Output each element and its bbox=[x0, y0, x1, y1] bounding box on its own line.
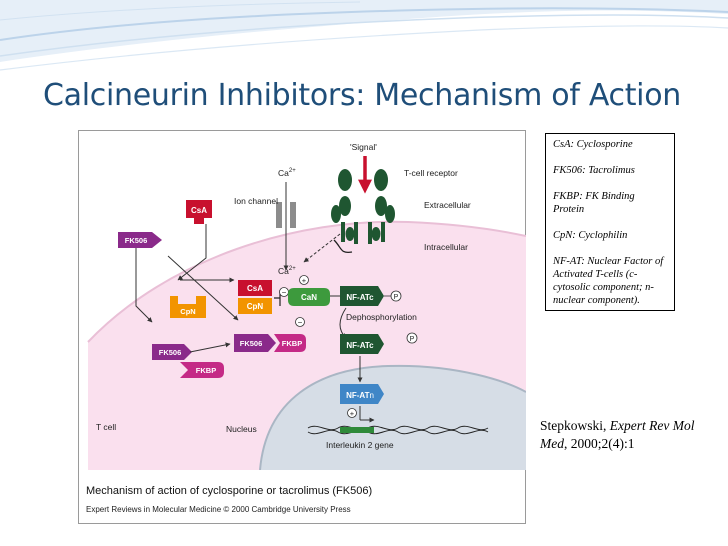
inhibition-minus-bottom: − bbox=[295, 317, 305, 327]
fkbp-protein-icon: FKBP bbox=[180, 362, 224, 378]
transcription-plus: + bbox=[347, 408, 357, 418]
tcell-receptor-label: T-cell receptor bbox=[404, 168, 458, 178]
legend-item: NF-AT: Nuclear Factor of Activated T-cel… bbox=[553, 256, 664, 306]
svg-text:FK506: FK506 bbox=[240, 339, 263, 348]
fk506-to-complex-arrow bbox=[167, 255, 239, 321]
legend-item: FKBP: FK Binding Protein bbox=[553, 191, 635, 215]
abbreviation-legend: CsA: Cyclosporine FK506: Tacrolimus FKBP… bbox=[545, 133, 675, 311]
citation-details: , 2000;2(4):1 bbox=[564, 436, 635, 451]
slide-title: Calcineurin Inhibitors: Mechanism of Act… bbox=[43, 78, 681, 113]
svg-text:NF-ATc: NF-ATc bbox=[346, 293, 374, 302]
phosphate-icon: P bbox=[384, 290, 402, 302]
il2-gene-label: Interleukin 2 gene bbox=[326, 440, 394, 450]
svg-text:FKBP: FKBP bbox=[196, 366, 216, 375]
cell-membrane bbox=[87, 220, 527, 343]
calcium-label-top: Ca2+ bbox=[278, 168, 296, 178]
fk506-bound-icon: FK506 bbox=[234, 334, 276, 352]
svg-text:CsA: CsA bbox=[247, 284, 263, 293]
svg-text:FKBP: FKBP bbox=[282, 339, 302, 348]
fk506-free-icon: FK506 bbox=[152, 344, 192, 360]
calcineurin-icon: CaN bbox=[288, 288, 330, 306]
t-cell-label: T cell bbox=[96, 422, 116, 432]
legend-item: CpN: Cyclophilin bbox=[553, 230, 628, 241]
ion-channel-label: Ion channel bbox=[234, 196, 278, 206]
released-phosphate-icon: P bbox=[406, 332, 418, 344]
citation-journal: Expert Rev Mol Med bbox=[540, 418, 695, 451]
tcell-receptor-icon bbox=[331, 169, 395, 244]
figure-copyright: Expert Reviews in Molecular Medicine © 2… bbox=[86, 505, 351, 514]
nuclear-membrane bbox=[259, 364, 527, 471]
svg-text:CaN: CaN bbox=[301, 293, 317, 302]
nfatc-icon: NF-ATc bbox=[340, 334, 384, 354]
fkbp-bound-icon: FKBP bbox=[274, 334, 306, 352]
svg-text:−: − bbox=[298, 318, 303, 327]
nucleus-label: Nucleus bbox=[226, 424, 257, 434]
ion-channel-icon bbox=[276, 202, 296, 228]
citation: Stepkowski, Expert Rev Mol Med, 2000;2(4… bbox=[540, 417, 720, 453]
csa-drug-icon: CsA bbox=[186, 200, 212, 224]
svg-text:P: P bbox=[394, 294, 399, 301]
fk506-drug-icon: FK506 bbox=[118, 232, 162, 248]
svg-text:NF-ATc: NF-ATc bbox=[346, 341, 374, 350]
inhibition-minus-top: − bbox=[279, 287, 289, 297]
cpn-bound-icon: CpN bbox=[238, 298, 272, 314]
caption-area bbox=[79, 470, 525, 523]
svg-text:−: − bbox=[282, 288, 287, 297]
nucleus-region bbox=[260, 365, 526, 470]
cpn-protein-icon: CpN bbox=[170, 296, 206, 318]
csa-bound-icon: CsA bbox=[238, 280, 272, 296]
csa-entry-arrow bbox=[177, 224, 207, 281]
signal-label: 'Signal' bbox=[350, 142, 377, 152]
dna-helix-icon bbox=[307, 425, 489, 435]
citation-author: Stepkowski, bbox=[540, 418, 610, 433]
mechanism-figure: 'Signal' T-cell receptor Extracellular I… bbox=[78, 130, 527, 524]
svg-text:FK506: FK506 bbox=[159, 348, 182, 357]
legend-item: FK506: Tacrolimus bbox=[553, 165, 635, 176]
svg-text:NF-ATn: NF-ATn bbox=[346, 391, 374, 400]
figure-caption: Mechanism of action of cyclosporine or t… bbox=[86, 485, 372, 497]
svg-text:P: P bbox=[410, 336, 415, 343]
calcium-label-mid: Ca2+ bbox=[278, 266, 296, 276]
fkbp-to-complex-arrow bbox=[189, 342, 231, 353]
fk506-entry-arrow bbox=[135, 248, 153, 323]
dephosphorylation-label: Dephosphorylation bbox=[346, 312, 417, 322]
svg-text:+: + bbox=[350, 409, 355, 418]
nfatn-icon: NF-ATn bbox=[340, 384, 384, 404]
svg-text:FK506: FK506 bbox=[125, 236, 148, 245]
extracellular-label: Extracellular bbox=[424, 200, 471, 210]
svg-text:CpN: CpN bbox=[180, 307, 195, 316]
svg-text:CsA: CsA bbox=[191, 206, 207, 215]
intracellular-label: Intracellular bbox=[424, 242, 468, 252]
legend-item: CsA: Cyclosporine bbox=[553, 139, 633, 150]
transduction-bracket bbox=[333, 239, 353, 254]
header-wave-decoration bbox=[0, 0, 728, 71]
svg-text:CpN: CpN bbox=[247, 302, 264, 311]
transduction-dashed-arrow bbox=[303, 233, 341, 263]
nfatc-phosphorylated-icon: NF-ATc bbox=[340, 286, 384, 306]
calcium-activation-plus: + bbox=[299, 275, 309, 285]
svg-text:+: + bbox=[302, 276, 307, 285]
